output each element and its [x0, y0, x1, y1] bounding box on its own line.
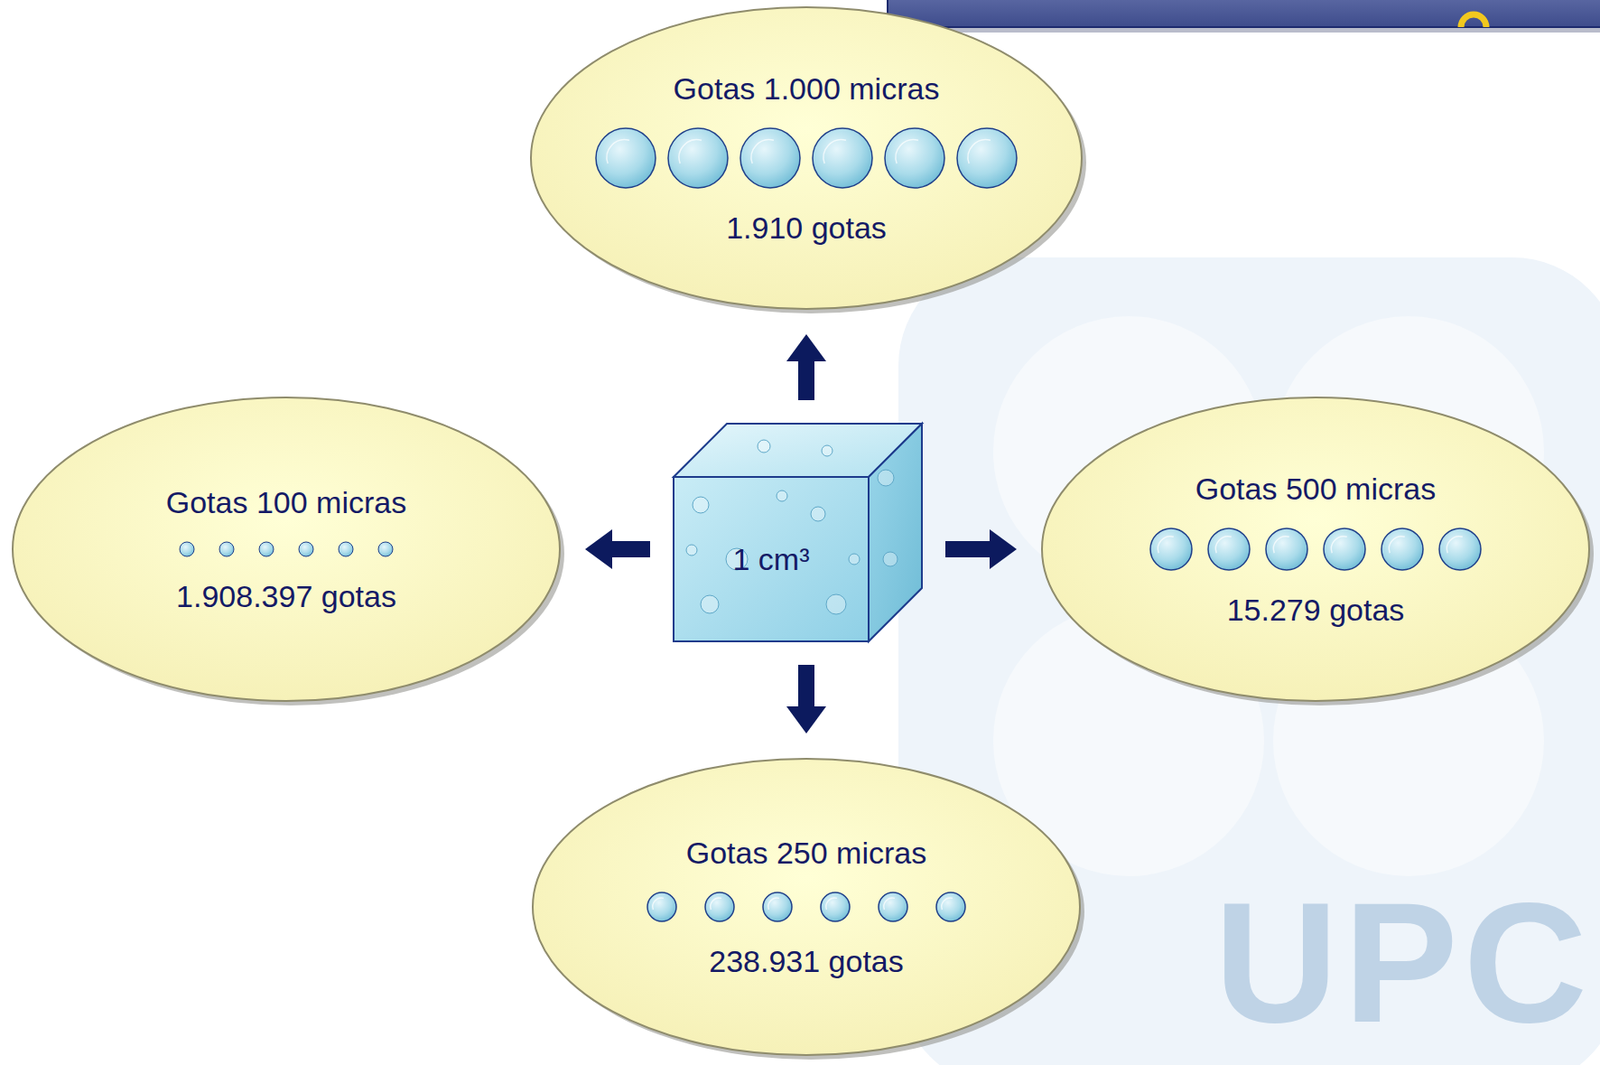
- watermark: UPC: [1214, 871, 1593, 1052]
- ellipse-content: Gotas 500 micras 15.279 gotas: [1040, 395, 1591, 703]
- arrow-connector: [612, 540, 651, 558]
- drop-count: 15.279 gotas: [1227, 591, 1405, 628]
- drop-row: [1148, 526, 1483, 572]
- drop-count: 238.931 gotas: [708, 942, 904, 979]
- ellipse-content: Gotas 250 micras 238.931 gotas: [530, 756, 1082, 1057]
- drop-row: [645, 890, 968, 923]
- drop-size: Gotas 500 micras: [1195, 470, 1436, 507]
- arrow-connector: [798, 361, 815, 400]
- header-banner: [887, 0, 1600, 33]
- drop-ellipse: Gotas 250 micras 238.931 gotas: [530, 756, 1082, 1057]
- volume-label: 1 cm³: [733, 540, 810, 577]
- ellipse-content: Gotas 1.000 micras 1.910 gotas: [529, 5, 1084, 311]
- drop-row: [594, 126, 1019, 190]
- drop-row: [177, 539, 395, 559]
- drop-size: Gotas 250 micras: [686, 834, 927, 871]
- arrow-connector: [798, 664, 815, 707]
- volume-cube: 1 cm³: [673, 423, 922, 642]
- cube-label-area: 1 cm³: [673, 476, 869, 642]
- drop-size: Gotas 1.000 micras: [673, 70, 940, 107]
- water-cube: [673, 423, 922, 642]
- drop-ellipse: Gotas 500 micras 15.279 gotas: [1040, 395, 1591, 703]
- drop-size: Gotas 100 micras: [166, 483, 407, 521]
- ellipse-shape: [1040, 395, 1591, 703]
- ellipse-content: Gotas 100 micras 1.908.397 gotas: [10, 395, 562, 703]
- drop-ellipse: Gotas 100 micras 1.908.397 gotas: [10, 395, 562, 703]
- arrow-connector: [945, 540, 990, 558]
- ellipse-shape: [10, 395, 562, 703]
- drop-ellipse: Gotas 1.000 micras 1.910 gotas: [529, 5, 1084, 311]
- drop-count: 1.910 gotas: [725, 209, 887, 246]
- ellipse-shape: [530, 756, 1082, 1057]
- drop-count: 1.908.397 gotas: [176, 577, 397, 614]
